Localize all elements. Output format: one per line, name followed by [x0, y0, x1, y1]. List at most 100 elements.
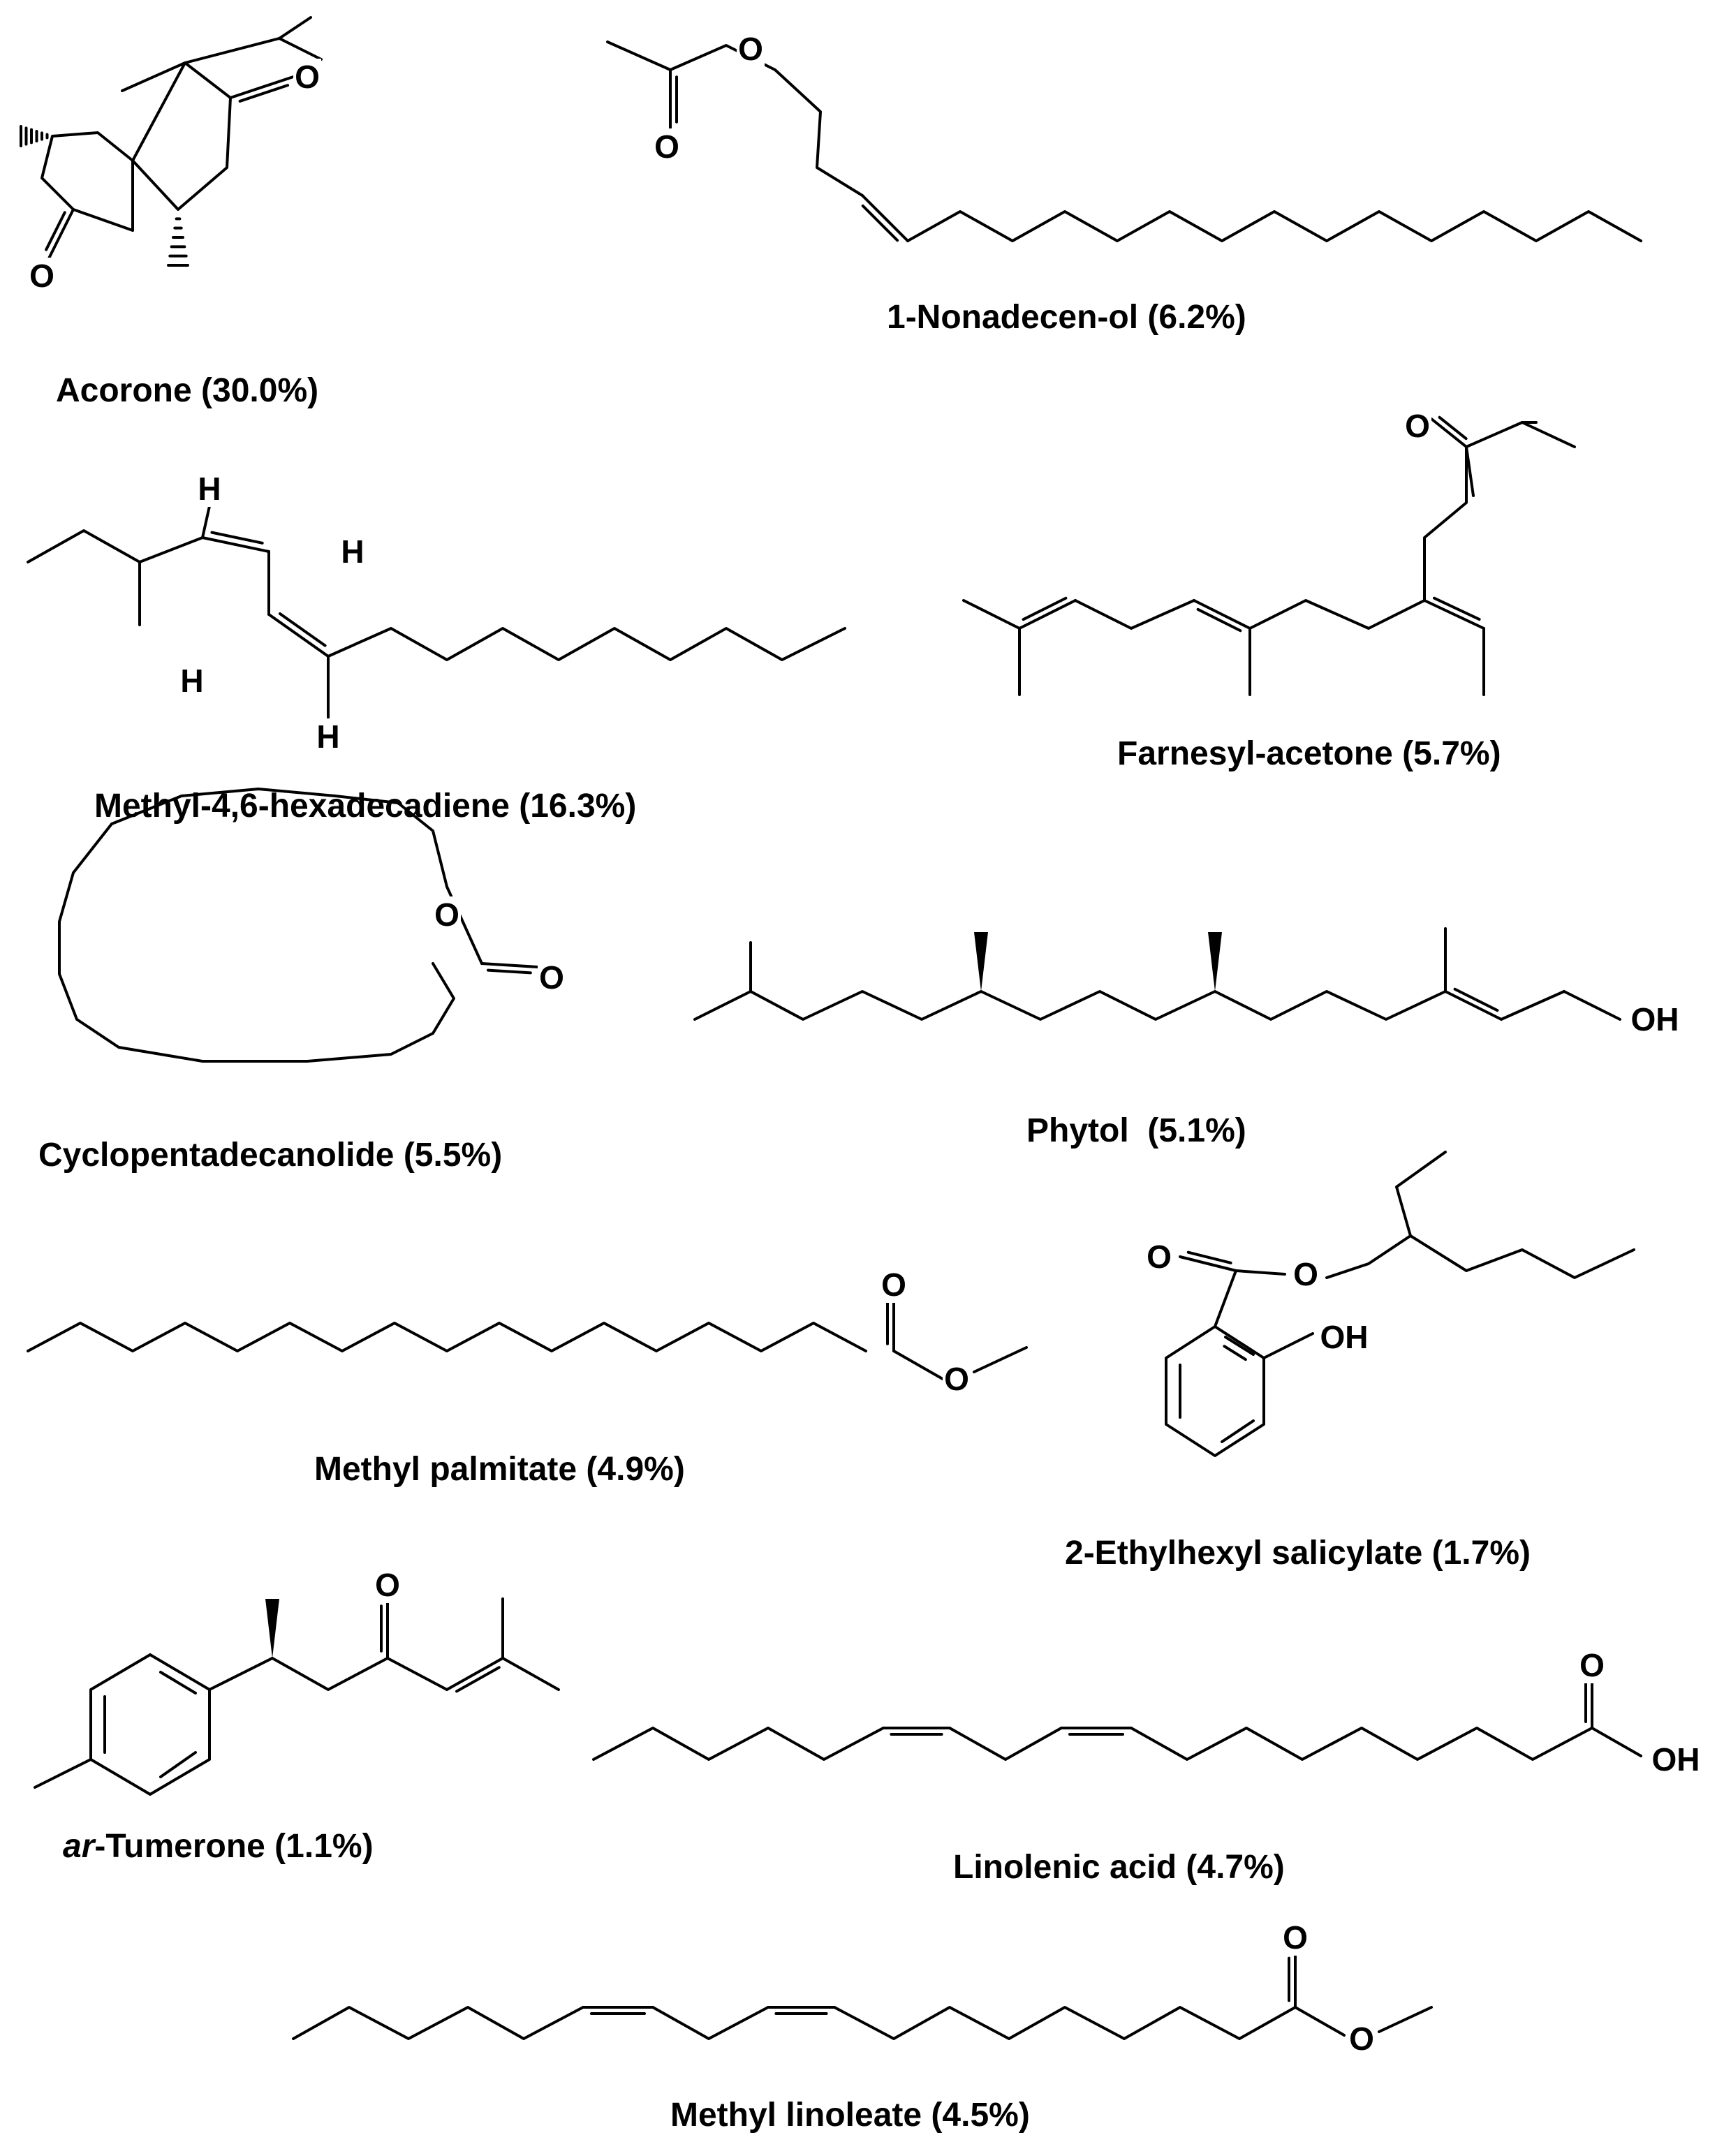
- farnesyl-alkene-2-inner: [1196, 607, 1242, 633]
- hexadecadiene-h3: H: [180, 663, 203, 699]
- tumerone-oxygen: O: [375, 1567, 400, 1603]
- acorone-ring6: [40, 131, 134, 232]
- methylpalmitate-ester: [892, 1350, 944, 1380]
- linolenic-oxygen-carbonyl-bg: [1578, 1647, 1606, 1683]
- salicylate-ring-db1-inner: [1223, 1345, 1247, 1361]
- phytol-chain: [693, 990, 1447, 1021]
- phytol-oh-bond: [1563, 990, 1621, 1021]
- salicylate-oxygen-carbonyl-bg: [1145, 1239, 1173, 1275]
- cyclopentadecanolide-ring: [58, 788, 455, 1063]
- hexadecadiene-h1-bond: [201, 505, 211, 539]
- linoleate-chain-3: [833, 2006, 1297, 2040]
- methylpalmitate-oxygen-ester: O: [944, 1361, 969, 1397]
- nonadecenol-oxygen-carbonyl-bg: [653, 128, 681, 165]
- acorone-oxygen-2-bg: [28, 258, 56, 294]
- tumerone-methyl: [34, 1758, 92, 1789]
- acorone-isopropyl-b: [278, 37, 323, 61]
- salicylate-ethyl: [1395, 1151, 1447, 1237]
- linolenic-oxygen-carbonyl: O: [1579, 1647, 1605, 1683]
- farnesyl-chain-2: [1248, 599, 1426, 630]
- farnesyl-stub: [1465, 445, 1475, 497]
- caption-farnesylacetone: Farnesyl-acetone (5.7%): [1117, 735, 1501, 772]
- linoleate-oxygen-ester-bg: [1348, 2021, 1376, 2057]
- hexadecadiene-tail: [327, 627, 846, 661]
- phytol-wedge-2: [1208, 932, 1222, 991]
- nonadecenol-oxygen-ester: O: [738, 31, 763, 67]
- hexadecadiene-alkene-2-inner: [278, 612, 327, 647]
- caption-linolenicacid: Linolenic acid (4.7%): [953, 1849, 1285, 1886]
- phytol-hydroxyl-bg: [1630, 1001, 1679, 1038]
- acorone-oxygen-1-bg: [293, 59, 321, 95]
- acorone-ketone-2-inner: [45, 211, 66, 251]
- linolenic-chain-2: [948, 1727, 1063, 1761]
- nonadecenol-alkene-inner: [861, 204, 899, 242]
- methylpalmitate-chain: [27, 1322, 867, 1352]
- phytol-wedge-1: [974, 932, 988, 991]
- nonadecenol-tail: [906, 210, 1642, 242]
- phytol-alkene-inner: [1453, 987, 1499, 1012]
- salicylate-oxygen-carbonyl: O: [1147, 1239, 1172, 1275]
- salicylate-oh-bond: [1262, 1332, 1314, 1359]
- nonadecenol-head: [606, 40, 864, 197]
- salicylate-carbonyl-c: [1214, 1269, 1237, 1328]
- linolenic-hydroxyl: OH: [1652, 1741, 1700, 1778]
- methylpalmitate-oxygen-carbonyl-bg: [880, 1267, 908, 1303]
- farnesyl-alkene-2: [1193, 599, 1251, 630]
- hexadecadiene-h4-bg: [314, 718, 342, 755]
- cyclopentadecanolide-oxygen-carbonyl-bg: [538, 959, 566, 996]
- nonadecenol-oxygen-ester-bg: [737, 31, 765, 67]
- caption-arturmerone: ar-Tumerone (1.1%): [63, 1828, 374, 1865]
- phytol-hydroxyl: OH: [1631, 1001, 1679, 1038]
- caption-phytol: Phytol (5.1%): [1026, 1112, 1246, 1149]
- salicylate-carbonyl-inner: [1186, 1250, 1232, 1264]
- hexadecadiene-h1-bg: [196, 471, 223, 507]
- caption-methylpalmitate: Methyl palmitate (4.9%): [314, 1451, 685, 1488]
- salicylate-hydroxyl-bg: [1320, 1319, 1369, 1355]
- caption-cyclopentadecanolide: Cyclopentadecanolide (5.5%): [38, 1137, 502, 1174]
- tumerone-ring-db1: [159, 1671, 197, 1694]
- salicylate-ring-db1: [1224, 1336, 1255, 1356]
- tumerone-ch: [208, 1657, 274, 1691]
- nonadecenol-oxygen-carbonyl: O: [654, 128, 679, 165]
- farnesyl-end: [962, 599, 1021, 630]
- linolenic-oh-bond: [1591, 1727, 1642, 1757]
- linoleate-chain-2: [651, 2006, 769, 2040]
- methylpalmitate-oxygen-ester-bg: [943, 1361, 971, 1397]
- caption-ethylhexylsalicylate: 2-Ethylhexyl salicylate (1.7%): [1065, 1535, 1531, 1572]
- farnesyl-alkene-1: [1018, 599, 1077, 630]
- tumerone-wedge: [265, 1599, 279, 1658]
- hexadecadiene-h2: H: [341, 533, 364, 570]
- caption-methylhexadecadiene: Methyl-4,6-hexadecadiene (16.3%): [94, 788, 636, 825]
- tumerone-ring-db2: [159, 1751, 197, 1778]
- salicylate-carbonyl: [1179, 1255, 1237, 1272]
- linolenic-chain-1: [592, 1727, 885, 1761]
- caption-acorone: Acorone (30.0%): [56, 372, 318, 409]
- hexadecadiene-alkene-1: [201, 536, 270, 553]
- acorone-ketone-1-inner: [238, 84, 290, 103]
- acorone-isopropyl: [184, 37, 281, 64]
- linoleate-chain-1: [292, 2006, 584, 2040]
- cyclopentadecanolide-carbonyl-inner: [487, 968, 532, 975]
- linoleate-oxygen-ester: O: [1349, 2021, 1374, 2057]
- tumerone-alkene: [445, 1657, 504, 1691]
- tumerone-methyl-b: [501, 1657, 560, 1691]
- methylpalmitate-oxygen-carbonyl: O: [881, 1267, 906, 1303]
- linoleate-ester: [1294, 2006, 1346, 2037]
- salicylate-ester: [1235, 1269, 1286, 1276]
- phytol-ch2: [1500, 990, 1565, 1021]
- acorone-ketone-2: [47, 208, 75, 260]
- farnesyl-ketone-inner: [1438, 415, 1468, 441]
- hexadecadiene-h4: H: [316, 718, 339, 755]
- linoleate-oxygen-carbonyl: O: [1283, 1919, 1308, 1956]
- farnesyl-alkene-1-inner: [1022, 596, 1068, 621]
- linoleate-oxygen-carbonyl-bg: [1281, 1919, 1309, 1956]
- salicylate-ethylhexyl: [1325, 1234, 1635, 1279]
- farnesyl-acetyl-methyl: [1521, 421, 1576, 448]
- farnesyl-alkene-3: [1423, 599, 1485, 630]
- farnesyl-chain-3: [1423, 445, 1468, 602]
- tumerone-alkene-inner: [455, 1666, 501, 1693]
- farnesyl-ketone: [1430, 418, 1468, 448]
- caption-nonadecenol: 1-Nonadecen-ol (6.2%): [887, 299, 1246, 336]
